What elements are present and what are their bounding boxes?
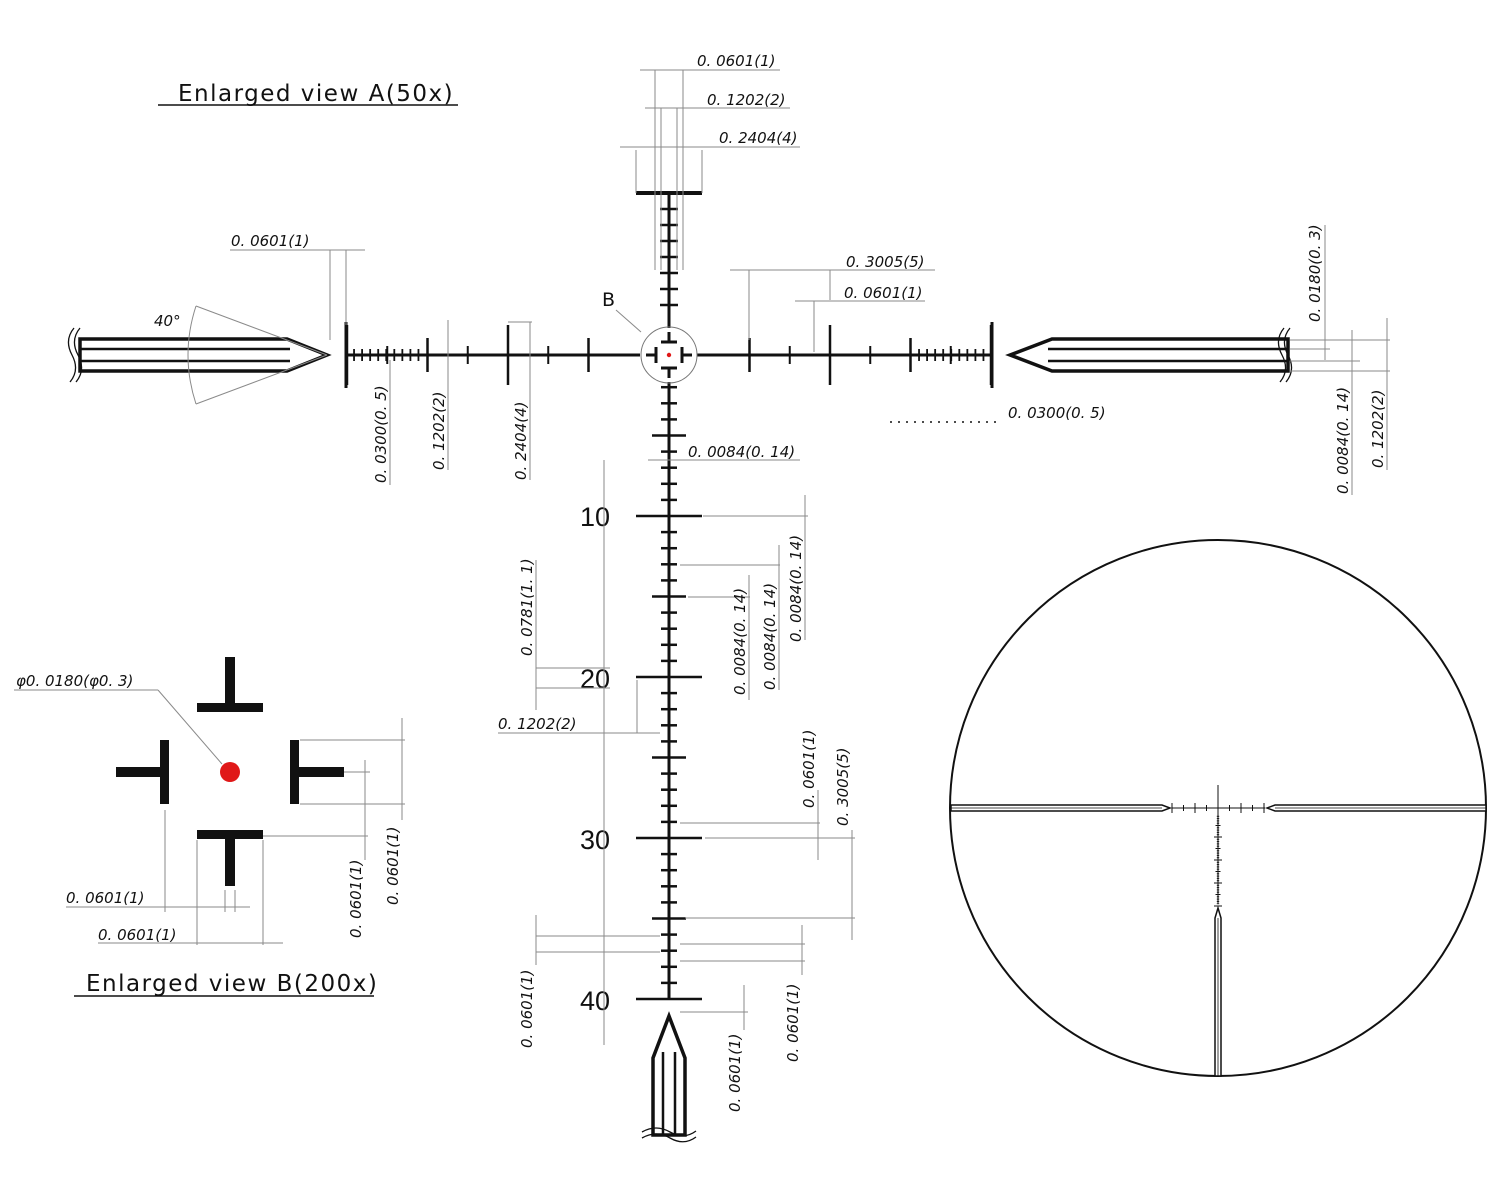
title-view-b: Enlarged view B(200x) xyxy=(86,971,378,997)
enlarged-view-b: φ0. 0180(φ0. 3) 0. 0601(1) 0. 0601(1) 0.… xyxy=(14,657,405,945)
far-right-dim-2: 0. 0084(0. 14) xyxy=(1334,387,1352,494)
left-dim-v2: 0. 1202(2) xyxy=(430,391,448,470)
marker-b: B xyxy=(602,289,615,311)
view-b-h1: 0. 0601(1) xyxy=(66,889,145,907)
view-b-h2: 0. 0601(1) xyxy=(98,926,177,944)
vert-dim-2: 0. 0781(1. 1) xyxy=(518,558,536,656)
left-dimensions: 0. 0601(1) 0. 0300(0. 5) 0. 1202(2) 0. 2… xyxy=(230,232,532,485)
vert-dim-4: 0. 0084(0. 14) xyxy=(731,588,749,695)
vert-dim-10: 0. 0601(1) xyxy=(784,983,802,1062)
left-dim-post-width: 0. 0601(1) xyxy=(231,232,310,250)
top-dim-2: 0. 1202(2) xyxy=(707,91,786,109)
view-b-v2: 0. 0601(1) xyxy=(384,826,402,905)
far-right-dim-3: 0. 1202(2) xyxy=(1369,389,1387,468)
scale-number-10: 10 xyxy=(580,502,610,532)
left-dim-v1: 0. 0300(0. 5) xyxy=(372,385,390,483)
top-dimensions: 0. 0601(1) 0. 1202(2) 0. 2404(4) xyxy=(620,52,800,270)
title-view-a: Enlarged view A(50x) xyxy=(178,81,454,107)
center-circle-b xyxy=(640,326,698,384)
view-b-dot-dim: φ0. 0180(φ0. 3) xyxy=(16,672,133,690)
vert-dim-5: 0. 0084(0. 14) xyxy=(761,583,779,690)
reticle-crosshair: B xyxy=(344,191,994,1001)
scale-number-30: 30 xyxy=(580,825,610,855)
top-dim-3: 0. 2404(4) xyxy=(719,129,798,147)
far-right-dimensions: 0. 0180(0. 3) 0. 0084(0. 14) 0. 1202(2) xyxy=(1290,224,1390,495)
angle-label: 40° xyxy=(154,312,181,330)
right-dim-3: 0. 0300(0. 5) xyxy=(1008,404,1106,422)
scale-number-40: 40 xyxy=(580,986,610,1016)
vert-dim-6: 0. 0084(0. 14) xyxy=(787,535,805,642)
right-dim-1: 0. 3005(5) xyxy=(846,253,925,271)
vert-dim-1: 0. 0084(0. 14) xyxy=(688,443,795,461)
right-dim-2: 0. 0601(1) xyxy=(844,284,923,302)
full-view-mini-ticks xyxy=(1171,803,1265,907)
right-dimensions: 0. 3005(5) 0. 0601(1) 0. 0300(0. 5) xyxy=(730,253,1106,423)
vert-dim-9: 0. 0601(1) xyxy=(518,969,536,1048)
vert-dim-8: 0. 3005(5) xyxy=(834,747,852,826)
far-right-dim-1: 0. 0180(0. 3) xyxy=(1306,224,1324,322)
center-red-dot xyxy=(666,352,672,358)
view-b-red-dot xyxy=(220,762,240,782)
scale-number-20: 20 xyxy=(580,664,610,694)
bottom-post xyxy=(641,1011,697,1143)
full-view-circle xyxy=(949,539,1487,1077)
left-post: 40° xyxy=(67,305,332,405)
left-dim-v3: 0. 2404(4) xyxy=(512,401,530,480)
vert-dim-3: 0. 1202(2) xyxy=(498,715,577,733)
view-b-v1: 0. 0601(1) xyxy=(347,859,365,938)
top-dim-1: 0. 0601(1) xyxy=(697,52,776,70)
vert-dim-11: 0. 0601(1) xyxy=(726,1033,744,1112)
right-post xyxy=(1005,327,1293,383)
vertical-dimensions: 0. 0084(0. 14) 0. 0781(1. 1) 0. 1202(2) … xyxy=(498,443,855,1112)
vert-dim-7: 0. 0601(1) xyxy=(800,729,818,808)
